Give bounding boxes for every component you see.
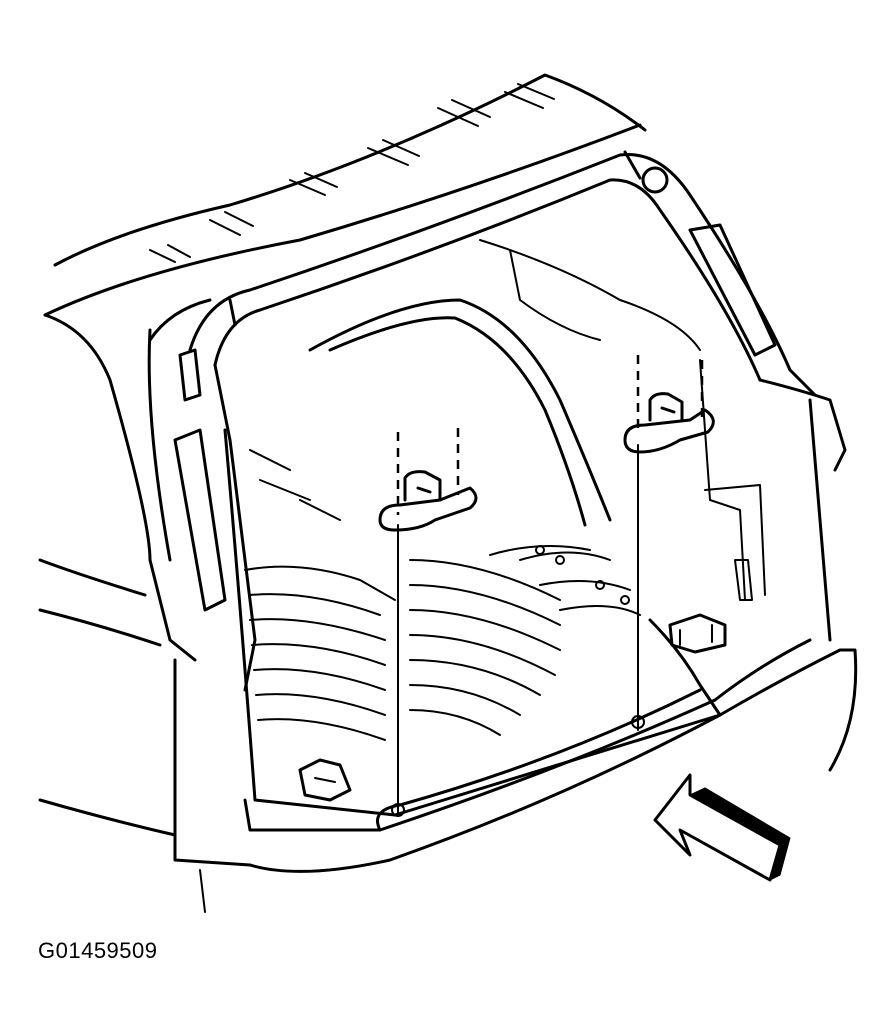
roof-panel xyxy=(43,73,647,317)
anchor-guide-lines xyxy=(391,444,645,817)
floor-latch-left xyxy=(298,758,352,802)
striker-bracket-right xyxy=(668,613,727,654)
arrow-icon xyxy=(653,773,791,882)
tie-down-bracket-right xyxy=(623,355,715,454)
cargo-floor xyxy=(223,428,722,817)
rear-sill xyxy=(243,638,858,873)
tie-down-bracket-left xyxy=(378,428,478,532)
cargo-interior xyxy=(308,239,766,601)
left-body-side xyxy=(38,298,252,913)
figure-id-label: G01459509 xyxy=(38,938,158,963)
liftgate-opening-frame xyxy=(178,150,847,692)
